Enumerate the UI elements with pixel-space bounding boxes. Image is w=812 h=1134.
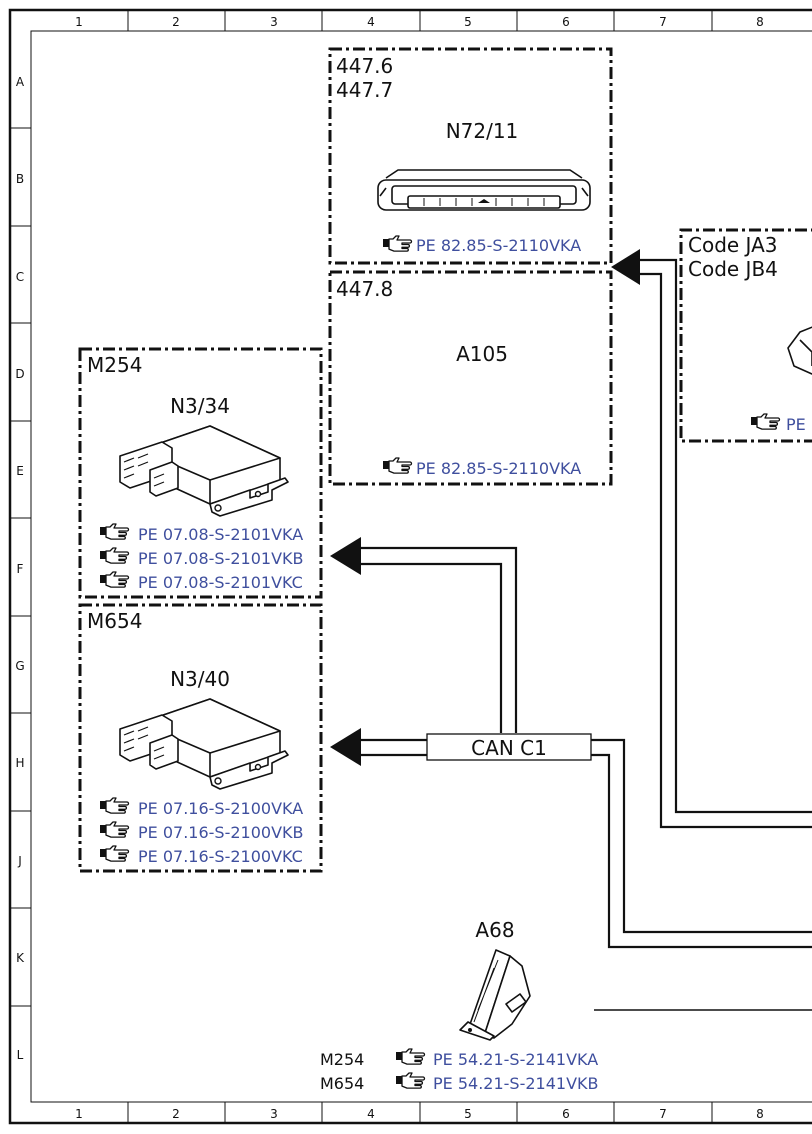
col-label-1-bottom: 1 <box>75 1107 83 1121</box>
ecu-n3-40-icon <box>119 698 289 790</box>
row-label-l: L <box>17 1048 24 1062</box>
pointing-hand-icon <box>750 413 781 430</box>
box-code-ja3-jb4 <box>679 228 812 443</box>
outer-frame <box>8 8 812 1125</box>
col-label-3: 3 <box>270 15 278 29</box>
box-n72-11 <box>328 47 613 265</box>
ecu-n3-34-icon <box>119 425 289 517</box>
row-label-f: F <box>17 562 24 576</box>
a68-code-1: M254 <box>320 1050 364 1069</box>
pointing-hand-icon <box>99 845 130 862</box>
row-label-c: C <box>16 270 24 284</box>
row-label-e: E <box>16 464 24 478</box>
box-mid-code: 447.8 <box>336 277 393 301</box>
row-label-g: G <box>15 659 24 673</box>
arrow-to-n3-34 <box>330 537 361 575</box>
ref-link-m254-3[interactable]: PE 07.08-S-2101VKC <box>138 573 303 592</box>
row-label-d: D <box>15 367 24 381</box>
inner-frame <box>30 30 812 1103</box>
col-label-3-bottom: 3 <box>270 1107 278 1121</box>
row-label-j: J <box>17 854 22 868</box>
box-top-code-2: 447.7 <box>336 78 393 102</box>
ref-link-right-partial[interactable]: PE <box>786 415 806 434</box>
ref-link-mid[interactable]: PE 82.85-S-2110VKA <box>416 459 581 478</box>
pointing-hand-icon <box>99 547 130 564</box>
row-label-b: B <box>16 172 24 186</box>
pointing-hand-icon <box>382 235 413 252</box>
col-label-4: 4 <box>367 15 375 29</box>
n72-11-control-panel-icon <box>377 169 591 211</box>
col-label-6-bottom: 6 <box>562 1107 570 1121</box>
ref-link-a68-1[interactable]: PE 54.21-S-2141VKA <box>433 1050 598 1069</box>
column-ruler <box>127 10 713 1123</box>
col-label-7-bottom: 7 <box>659 1107 667 1121</box>
pointing-hand-icon <box>382 457 413 474</box>
row-label-h: H <box>15 756 24 770</box>
pointing-hand-icon <box>99 571 130 588</box>
accelerator-pedal-icon <box>459 949 531 1041</box>
ref-link-m654-2[interactable]: PE 07.16-S-2100VKB <box>138 823 303 842</box>
col-label-2-bottom: 2 <box>172 1107 180 1121</box>
wire-m254-a <box>361 546 518 733</box>
col-label-5: 5 <box>464 15 472 29</box>
wire-m254-b <box>361 562 503 733</box>
can-c1-bus <box>426 733 592 761</box>
col-label-4-bottom: 4 <box>367 1107 375 1121</box>
pointing-hand-icon <box>99 523 130 540</box>
box-m254-n3-34 <box>78 347 323 599</box>
component-n3-40-label: N3/40 <box>170 667 230 691</box>
pointing-hand-icon <box>395 1072 426 1089</box>
a68-code-2: M654 <box>320 1074 364 1093</box>
row-label-k: K <box>16 951 25 965</box>
col-label-5-bottom: 5 <box>464 1107 472 1121</box>
col-label-8-bottom: 8 <box>756 1107 764 1121</box>
box-top-code-1: 447.6 <box>336 54 393 78</box>
col-label-7: 7 <box>659 15 667 29</box>
component-a68-label: A68 <box>475 918 514 942</box>
ref-link-m654-3[interactable]: PE 07.16-S-2100VKC <box>138 847 303 866</box>
ref-link-m654-1[interactable]: PE 07.16-S-2100VKA <box>138 799 303 818</box>
wire-can-c <box>591 738 812 934</box>
col-label-6: 6 <box>562 15 570 29</box>
col-label-8: 8 <box>756 15 764 29</box>
can-c1-label: CAN C1 <box>471 736 547 760</box>
box-m654-n3-40 <box>78 603 323 873</box>
arrow-to-n3-40 <box>330 728 361 766</box>
wire-can-a <box>640 258 812 814</box>
ref-link-m254-2[interactable]: PE 07.08-S-2101VKB <box>138 549 303 568</box>
pointing-hand-icon <box>99 797 130 814</box>
component-n3-34-label: N3/34 <box>170 394 230 418</box>
box-a105 <box>328 270 613 486</box>
pointing-hand-icon <box>395 1048 426 1065</box>
pointing-hand-icon <box>99 821 130 838</box>
component-n72-11-label: N72/11 <box>446 119 519 143</box>
box-m654-code: M654 <box>87 609 142 633</box>
row-ruler <box>10 127 31 1007</box>
ref-link-m254-1[interactable]: PE 07.08-S-2101VKA <box>138 525 303 544</box>
box-right-code-1: Code JA3 <box>688 233 778 257</box>
box-right-code-2: Code JB4 <box>688 257 778 281</box>
ref-link-top[interactable]: PE 82.85-S-2110VKA <box>416 236 581 255</box>
box-m254-code: M254 <box>87 353 142 377</box>
component-a105-label: A105 <box>456 342 508 366</box>
row-label-a: A <box>16 75 25 89</box>
arrow-to-a105 <box>611 249 640 285</box>
wire-can-b <box>640 272 812 829</box>
col-label-1: 1 <box>75 15 83 29</box>
wire-can-d <box>591 753 812 949</box>
right-component-partial-icon <box>787 326 812 375</box>
ref-link-a68-2[interactable]: PE 54.21-S-2141VKB <box>433 1074 598 1093</box>
col-label-2: 2 <box>172 15 180 29</box>
